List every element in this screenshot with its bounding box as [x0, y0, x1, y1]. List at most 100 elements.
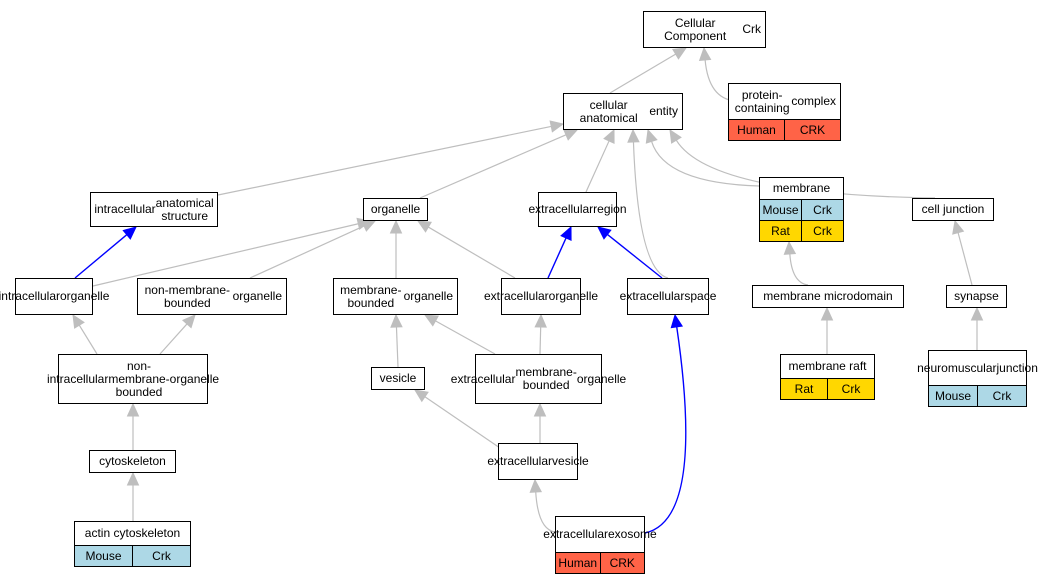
node-label-line: Crk [742, 22, 761, 36]
edge-arrowhead [414, 389, 429, 403]
gene-cell: Crk [801, 200, 843, 220]
node-label-line: neuromuscular [917, 360, 997, 375]
species-cell: Mouse [929, 386, 977, 406]
edge-is-a [92, 223, 359, 287]
node-label-line: membrane microdomain [763, 289, 893, 303]
edge-is-a [632, 141, 669, 279]
node-cellular-anatomical-entity[interactable]: cellular anatomical entity [563, 93, 683, 130]
node-label-line: organelle [232, 289, 282, 303]
node-label-line: intracellular [0, 289, 60, 303]
edge-arrowhead [627, 128, 640, 143]
node-label-line: space [684, 289, 717, 303]
edge-arrowhead [534, 313, 547, 328]
node-label-line: membrane-bounded [340, 282, 402, 310]
edge-arrowhead [122, 226, 137, 240]
edge-is-a [249, 225, 365, 279]
edge-arrowhead [126, 471, 140, 486]
node-label-line: non-membrane-bounded [108, 358, 170, 399]
node-membrane-microdomain[interactable]: membrane microdomain [752, 285, 904, 308]
node-label-line: organelle [60, 289, 110, 303]
node-label-line: extracellular [450, 371, 516, 386]
node-label-line: extracellular [483, 289, 549, 303]
edge-is-a [419, 134, 567, 199]
node-label-line: organelle [403, 289, 453, 303]
node-label-line: anatomical structure [155, 195, 214, 223]
edge-arrowhead [181, 314, 196, 329]
edge-arrowhead [72, 313, 85, 329]
gene-cell: CRK [784, 120, 840, 140]
edge-arrowhead [645, 128, 658, 144]
node-vesicle[interactable]: vesicle [371, 367, 425, 390]
species-cell: Mouse [760, 200, 801, 220]
node-label-line: region [593, 202, 627, 216]
edge-arrowhead [390, 313, 403, 328]
species-cell: Mouse [75, 546, 132, 566]
edge-arrowhead [698, 46, 712, 62]
node-label-line: vesicle [379, 371, 417, 385]
edge-is-a [395, 326, 399, 368]
edge-is-a [585, 140, 610, 193]
node-label-line: actin cytoskeleton [84, 526, 181, 540]
edge-is-a [675, 139, 936, 199]
gene-cell: Crk [827, 379, 874, 399]
node-label-line: organelle [370, 202, 421, 216]
node-label-line: non-membrane-bounded [144, 282, 230, 310]
edge-is-a [539, 326, 542, 355]
node-label-line: protein-containing [734, 87, 790, 115]
edge-arrowhead [952, 219, 965, 235]
edge-arrowhead [670, 313, 684, 329]
edge-is-a [789, 253, 809, 286]
node-label-line: exosome [608, 527, 657, 541]
gene-cell: CRK [599, 553, 644, 573]
node-label-line: membrane raft [788, 359, 867, 373]
node-label-line: intracellular [94, 202, 156, 216]
node-cytoskeleton[interactable]: cytoskeleton [89, 450, 176, 473]
node-label-line: synapse [954, 289, 999, 303]
node-label-line: organelle [169, 371, 220, 386]
species-cell: Human [729, 120, 784, 140]
node-label-line: cellular anatomical [579, 97, 638, 125]
gene-cell: Crk [132, 546, 190, 566]
edge-part-of [644, 326, 687, 534]
edge-is-a [428, 226, 516, 279]
species-cell: Rat [760, 221, 801, 241]
node-cell-junction[interactable]: cell junction [912, 198, 994, 221]
node-label-line: extracellular [528, 202, 594, 216]
edge-arrowhead [389, 219, 403, 234]
node-organelle[interactable]: organelle [363, 198, 428, 221]
node-label-line: entity [649, 104, 678, 118]
edge-is-a [535, 491, 556, 533]
node-synapse[interactable]: synapse [946, 285, 1007, 308]
edge-arrowhead [672, 47, 688, 60]
species-cell: Human [556, 553, 600, 573]
edge-part-of [547, 237, 567, 279]
edge-arrowhead [970, 306, 984, 321]
node-label-line: cell junction [921, 202, 985, 216]
node-label-line: intracellular [46, 371, 109, 386]
edge-is-a [651, 141, 760, 187]
edge-is-a [424, 396, 501, 449]
